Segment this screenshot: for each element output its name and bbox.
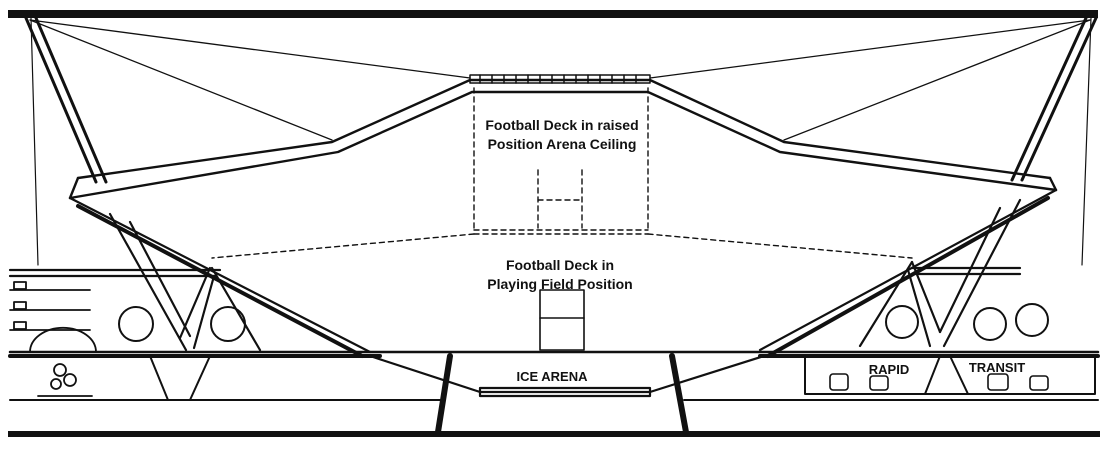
label-rapid: RAPID bbox=[868, 362, 910, 377]
top-frame-bar bbox=[8, 10, 1098, 18]
ice-arena-bowl bbox=[368, 353, 766, 435]
right-globes bbox=[885, 303, 1049, 341]
playing-field-deck bbox=[8, 289, 1100, 358]
suspension-cables bbox=[29, 19, 1091, 141]
left-mast bbox=[24, 16, 108, 266]
label-football-deck-raised-line2: Position Arena Ceiling bbox=[487, 136, 637, 152]
label-transit: TRANSIT bbox=[968, 360, 1026, 375]
left-globes bbox=[118, 306, 246, 342]
left-side-bays bbox=[9, 281, 97, 397]
right-stand bbox=[758, 188, 1058, 358]
label-football-deck-playing-field: Football Deck in Playing Field Position bbox=[455, 256, 665, 294]
raised-deck-outline bbox=[211, 87, 913, 259]
left-stand bbox=[8, 196, 372, 358]
transit-vehicles bbox=[829, 373, 1049, 391]
roof-deck bbox=[469, 74, 651, 84]
label-football-deck-raised-line1: Football Deck in raised bbox=[485, 117, 639, 133]
roof-truss bbox=[68, 78, 1058, 200]
label-football-deck-raised: Football Deck in raised Position Arena C… bbox=[462, 116, 662, 154]
label-football-deck-playing-field-line1: Football Deck in bbox=[505, 257, 615, 273]
label-football-deck-playing-field-line2: Playing Field Position bbox=[487, 276, 633, 292]
label-ice-arena: ICE ARENA bbox=[516, 369, 588, 384]
right-mast bbox=[1010, 16, 1098, 266]
bottom-frame-bar bbox=[8, 431, 1100, 437]
lower-level bbox=[9, 355, 1099, 401]
